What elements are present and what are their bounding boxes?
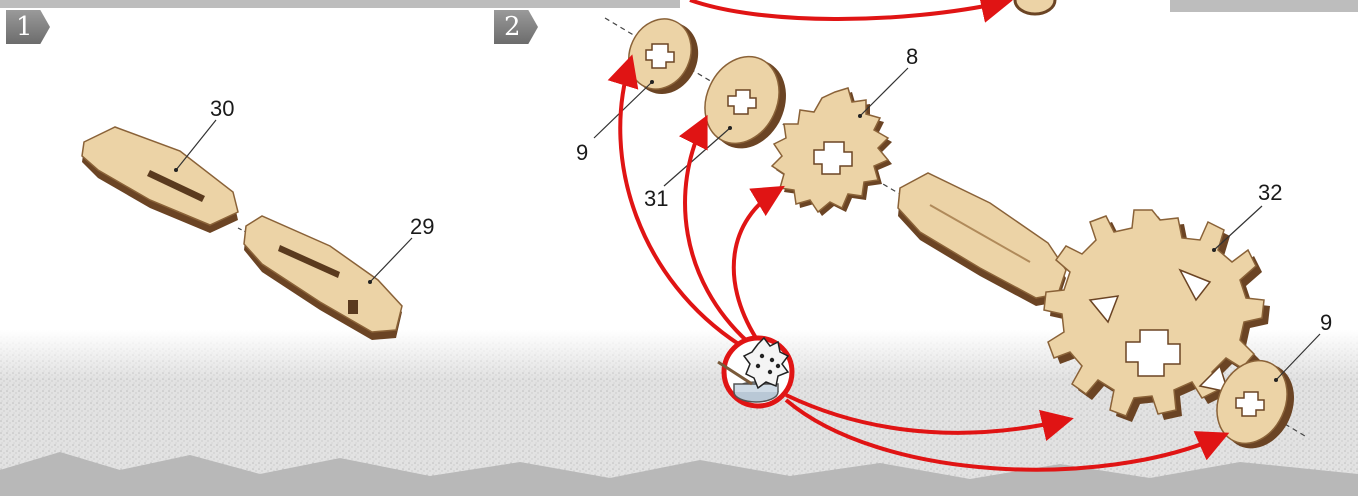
callout-31: 31 bbox=[644, 188, 668, 210]
step-2-number: 2 bbox=[504, 12, 521, 42]
top-right-strip bbox=[1170, 0, 1358, 12]
arrow-top bbox=[690, 0, 1005, 19]
leader-29 bbox=[370, 238, 412, 282]
part-top-partial bbox=[1015, 0, 1055, 14]
callout-9-left: 9 bbox=[576, 142, 588, 164]
top-left-strip bbox=[0, 0, 680, 8]
callout-32: 32 bbox=[1258, 182, 1282, 204]
leader-8 bbox=[860, 68, 908, 116]
part-30 bbox=[82, 127, 238, 233]
part-9-left bbox=[618, 9, 710, 105]
callout-30: 30 bbox=[210, 98, 234, 120]
arrow-to-8 bbox=[734, 190, 778, 338]
callout-9-right: 9 bbox=[1320, 312, 1332, 334]
callout-8: 8 bbox=[906, 46, 918, 68]
callout-29: 29 bbox=[410, 216, 434, 238]
part-8 bbox=[772, 88, 892, 216]
step-1-number: 1 bbox=[16, 12, 33, 42]
axle bbox=[898, 173, 1066, 306]
part-29 bbox=[244, 216, 402, 340]
